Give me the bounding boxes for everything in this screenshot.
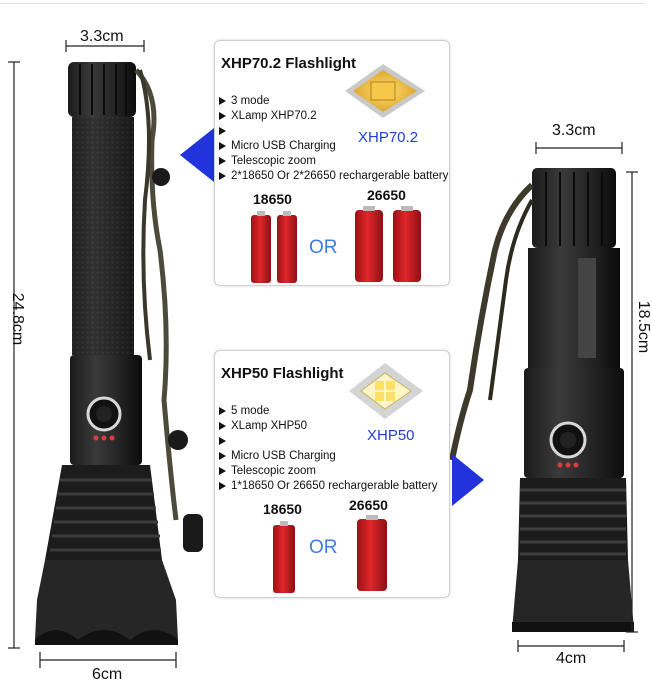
left-height-label: 24.8cm [9,292,26,346]
xhp70-battery-a-label: 18650 [253,191,292,207]
top-divider [0,3,644,4]
xhp70-feature-5: Telescopic zoom [219,155,316,168]
bullet-arrow-icon [219,481,226,490]
xhp70-battery-b-label: 26650 [367,187,406,203]
xhp70-chip-label: XHP70.2 [358,129,419,146]
xhp50-info-card: XHP50 Flashlight XHP50 5 mode XLamp XHP5… [214,350,450,598]
xhp50-feature-4: Micro USB Charging [219,450,336,463]
bullet-arrow-icon [219,126,226,135]
xhp70-feature-3 [219,125,231,138]
xhp70-battery-26650-pair [355,206,421,282]
xhp50-feature-2: XLamp XHP50 [219,420,307,433]
xhp70-feature-2: XLamp XHP70.2 [219,110,317,123]
xhp50-chip-icon [349,363,423,419]
bullet-arrow-icon [219,406,226,415]
xhp50-feature-6: 1*18650 Or 26650 rechargerable battery [219,480,438,493]
xhp70-or-label: OR [309,237,338,258]
bullet-arrow-icon [219,436,226,445]
xhp50-feature-1: 5 mode [219,405,269,418]
bullet-arrow-icon [219,141,226,150]
bullet-arrow-icon [219,421,226,430]
xhp70-feature-1: 3 mode [219,95,269,108]
right-height-label: 18.5cm [635,300,652,354]
xhp50-chip-label: XHP50 [367,427,415,444]
xhp50-card-title: XHP50 Flashlight [221,365,344,382]
xhp70-card-title: XHP70.2 Flashlight [221,55,357,72]
xhp50-battery-18650 [273,521,295,593]
xhp50-battery-b-label: 26650 [349,497,388,513]
xhp70-battery-18650-pair [251,211,297,283]
bullet-arrow-icon [219,171,226,180]
left-width-top-label: 3.3cm [80,28,124,45]
xhp50-battery-26650 [357,515,387,591]
right-width-bottom-label: 4cm [556,650,587,667]
xhp50-battery-a-label: 18650 [263,501,302,517]
bullet-arrow-icon [219,111,226,120]
left-width-bottom-label: 6cm [92,666,123,683]
xhp70-feature-4: Micro USB Charging [219,140,336,153]
xhp70-chip-icon [345,64,425,118]
xhp50-feature-5: Telescopic zoom [219,465,316,478]
xhp50-feature-3 [219,435,231,448]
bullet-arrow-icon [219,466,226,475]
xhp70-feature-6: 2*18650 Or 2*26650 rechargerable battery [219,170,448,183]
right-width-top-label: 3.3cm [552,122,596,139]
xhp70-info-card: XHP70.2 Flashlight XHP70.2 3 mode XLamp … [214,40,450,286]
xhp50-or-label: OR [309,537,338,558]
bullet-arrow-icon [219,156,226,165]
bullet-arrow-icon [219,451,226,460]
bullet-arrow-icon [219,96,226,105]
